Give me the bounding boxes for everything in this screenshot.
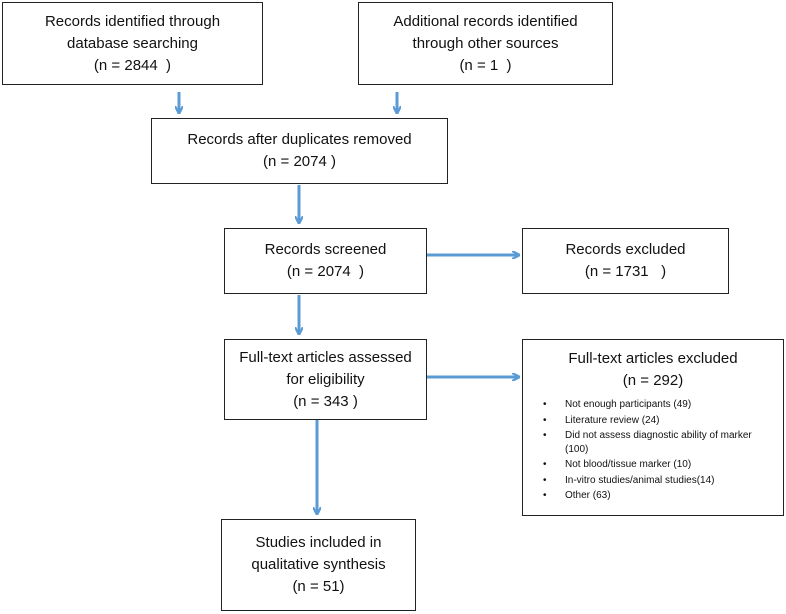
fulltext-assessed-box: Full-text articles assessed for eligibil… xyxy=(224,339,427,420)
records-excluded-count: (n = 1731 ) xyxy=(584,263,667,280)
exclusion-reason: Literature review (24) xyxy=(543,414,773,428)
fulltext-assessed-line1: Full-text articles assessed xyxy=(239,348,412,366)
exclusion-reason: Other (63) xyxy=(543,489,773,503)
records-screened-box: Records screened (n = 2074 ) xyxy=(224,228,427,294)
additional-records-line1: Additional records identified xyxy=(393,12,578,30)
studies-included-line1: Studies included in xyxy=(255,534,382,551)
exclusion-reason: In-vitro studies/animal studies(14) xyxy=(543,474,773,488)
fulltext-assessed-line2: for eligibility xyxy=(286,370,365,388)
fulltext-excluded-count: (n = 292) xyxy=(622,372,684,389)
records-excluded-line1: Records excluded xyxy=(565,241,686,258)
records-screened-line1: Records screened xyxy=(264,241,387,258)
records-identified-box: Records identified through database sear… xyxy=(2,2,263,85)
records-identified-count: (n = 2844 ) xyxy=(93,56,172,74)
exclusion-reasons-list: Not enough participants (49) Literature … xyxy=(523,398,783,505)
additional-records-line2: through other sources xyxy=(412,34,559,52)
additional-records-box: Additional records identified through ot… xyxy=(358,2,613,85)
exclusion-reason: Did not assess diagnostic ability of mar… xyxy=(543,429,773,456)
fulltext-assessed-count: (n = 343 ) xyxy=(293,392,358,410)
studies-included-line2: qualitative synthesis xyxy=(251,556,386,573)
records-identified-line1: Records identified through xyxy=(44,12,221,30)
studies-included-box: Studies included in qualitative synthesi… xyxy=(221,519,416,611)
fulltext-excluded-box: Full-text articles excluded (n = 292) No… xyxy=(522,339,784,516)
duplicates-removed-line1: Records after duplicates removed xyxy=(187,131,412,148)
duplicates-removed-box: Records after duplicates removed (n = 20… xyxy=(151,118,448,184)
duplicates-removed-count: (n = 2074 ) xyxy=(263,153,336,170)
fulltext-excluded-line1: Full-text articles excluded xyxy=(568,350,738,367)
records-identified-line2: database searching xyxy=(67,34,198,52)
additional-records-count: (n = 1 ) xyxy=(459,56,512,74)
records-screened-count: (n = 2074 ) xyxy=(286,263,365,280)
exclusion-reason: Not blood/tissue marker (10) xyxy=(543,458,773,472)
exclusion-reason: Not enough participants (49) xyxy=(543,398,773,412)
records-excluded-box: Records excluded (n = 1731 ) xyxy=(522,228,729,294)
studies-included-count: (n = 51) xyxy=(292,578,345,595)
